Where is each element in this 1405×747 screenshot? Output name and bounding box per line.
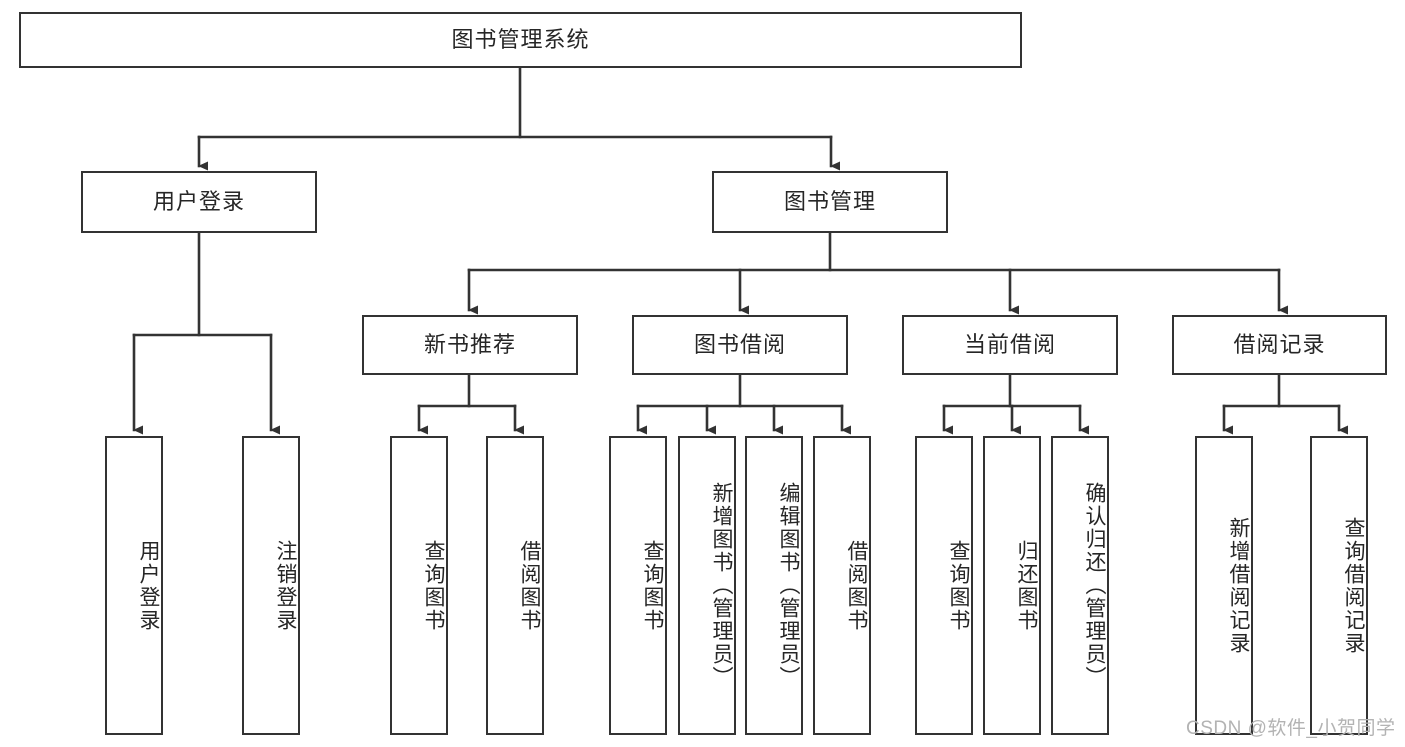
node-label: 确认归还（管理员）	[1083, 482, 1106, 689]
node-leaf-query-book-1[interactable]: 查询图书	[390, 436, 448, 735]
node-label: 查询图书	[422, 539, 445, 632]
node-current-borrow[interactable]: 当前借阅	[902, 315, 1118, 375]
node-book-borrow[interactable]: 图书借阅	[632, 315, 848, 375]
node-leaf-query-book-2[interactable]: 查询图书	[609, 436, 667, 735]
node-label: 新增借阅记录	[1227, 516, 1250, 655]
node-label: 查询借阅记录	[1342, 516, 1365, 655]
node-label: 查询图书	[641, 539, 664, 632]
node-leaf-borrow-book-1[interactable]: 借阅图书	[486, 436, 544, 735]
node-label: 借阅记录	[1233, 331, 1326, 357]
node-label: 图书借阅	[693, 331, 786, 357]
node-label: 图书管理	[783, 188, 876, 214]
node-label: 查询图书	[947, 539, 970, 632]
node-leaf-add-book[interactable]: 新增图书（管理员）	[678, 436, 736, 735]
node-label: 归还图书	[1015, 539, 1038, 632]
node-label: 编辑图书（管理员）	[777, 482, 800, 689]
node-user-login[interactable]: 用户登录	[81, 171, 317, 233]
node-leaf-edit-book[interactable]: 编辑图书（管理员）	[745, 436, 803, 735]
node-leaf-borrow-book-2[interactable]: 借阅图书	[813, 436, 871, 735]
node-label: 图书管理系统	[451, 26, 590, 52]
node-new-book-recommend[interactable]: 新书推荐	[362, 315, 578, 375]
node-leaf-user-login[interactable]: 用户登录	[105, 436, 163, 735]
node-root-book-management-system[interactable]: 图书管理系统	[19, 12, 1022, 68]
node-label: 当前借阅	[963, 331, 1056, 357]
node-leaf-return-book[interactable]: 归还图书	[983, 436, 1041, 735]
node-label: 用户登录	[137, 539, 160, 632]
node-borrow-record[interactable]: 借阅记录	[1172, 315, 1387, 375]
node-leaf-add-record[interactable]: 新增借阅记录	[1195, 436, 1253, 735]
node-label: 用户登录	[152, 188, 245, 214]
node-label: 新增图书（管理员）	[710, 482, 733, 689]
node-label: 注销登录	[274, 539, 297, 632]
node-leaf-query-record[interactable]: 查询借阅记录	[1310, 436, 1368, 735]
node-leaf-query-book-3[interactable]: 查询图书	[915, 436, 973, 735]
node-label: 借阅图书	[518, 539, 541, 632]
node-leaf-confirm-return[interactable]: 确认归还（管理员）	[1051, 436, 1109, 735]
node-label: 新书推荐	[423, 331, 516, 357]
csdn-watermark: CSDN @软件_小贺同学	[1186, 718, 1396, 739]
node-book-manage[interactable]: 图书管理	[712, 171, 948, 233]
node-leaf-logout-login[interactable]: 注销登录	[242, 436, 300, 735]
node-label: 借阅图书	[845, 539, 868, 632]
